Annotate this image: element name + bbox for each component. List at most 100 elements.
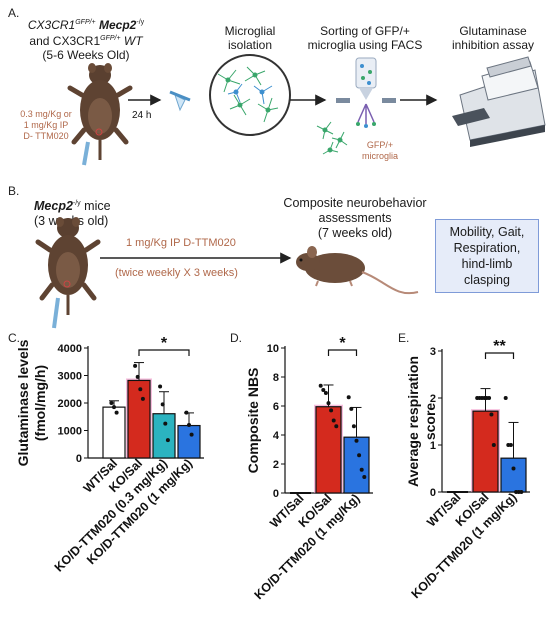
significance-label: * <box>161 335 168 352</box>
y-tick-label: 0 <box>76 453 82 465</box>
bar-1 <box>472 410 499 493</box>
mouse-b-icon <box>35 217 101 329</box>
data-point <box>334 424 339 429</box>
step-assay-label: Glutaminase inhibition assay <box>440 24 546 52</box>
y-tick-label: 0 <box>430 487 436 499</box>
gfp-microglia-label: GFP/+ microglia <box>350 140 410 162</box>
gfp-superscript-2: GFP/+ <box>100 35 121 42</box>
data-point <box>519 490 524 494</box>
panel-b-illustrations <box>35 217 419 329</box>
y-tick-label: 0 <box>273 488 279 500</box>
y-tick-label: 8 <box>273 372 279 384</box>
assess-line-2: (7 weeks old) <box>317 226 393 240</box>
significance-label: * <box>339 335 346 352</box>
adult-mouse-icon <box>296 246 419 295</box>
panel-a-illustrations <box>67 54 546 166</box>
data-point <box>351 424 356 429</box>
chart-panel-letter-0: C. <box>8 331 20 345</box>
panel-b-dose: 1 mg/Kg IP D-TTM020 <box>126 237 236 249</box>
dose-line-3: D- TTM020 <box>23 131 69 141</box>
data-point <box>114 410 119 415</box>
data-point <box>112 405 116 410</box>
dose-line-2: 1 mg/Kg IP <box>23 120 69 130</box>
gfp-line-2: microglia <box>361 151 398 161</box>
assay-line-2: inhibition assay <box>451 38 535 52</box>
bar-2 <box>152 413 176 459</box>
y-axis-label: Average respiration <box>405 356 421 487</box>
data-point <box>133 363 138 368</box>
gfp-microglia-icon <box>316 121 348 155</box>
data-point <box>318 383 323 388</box>
outcome-line-1: Mobility, Gait, <box>449 225 525 239</box>
plate-reader-icon <box>452 56 546 147</box>
y-tick-label: 2 <box>430 393 436 405</box>
data-point <box>160 402 165 407</box>
significance-bracket <box>138 349 190 356</box>
panel-b-letter: B. <box>8 184 20 198</box>
y-tick-label: 6 <box>273 401 279 413</box>
mecp2-gene-text: Mecp2 <box>99 18 137 32</box>
isolation-line-1: Microglial <box>224 24 276 38</box>
data-point <box>109 401 114 405</box>
y-axis-label: Glutaminase levels <box>15 339 31 466</box>
panel-a-mice-label: CX3CR1GFP/+ Mecp2-/y and CX3CR1GFP/+ WT … <box>20 16 152 62</box>
data-point <box>329 408 334 413</box>
y-tick-label: 1 <box>430 440 436 452</box>
data-point <box>489 412 494 417</box>
y-tick-label: 4000 <box>58 343 82 355</box>
data-point <box>326 401 331 406</box>
bar-2 <box>343 436 370 494</box>
panel-a-letter: A. <box>8 6 20 20</box>
assay-line-1: Glutaminase <box>459 24 527 38</box>
significance-label: ** <box>493 338 506 355</box>
bar-1 <box>315 406 342 494</box>
gfp-line-1: GFP/+ <box>366 140 394 150</box>
data-point <box>163 421 168 426</box>
outcome-line-4: clasping <box>464 273 510 287</box>
data-point <box>487 396 492 400</box>
step-sorting-label: Sorting of GFP/+ microglia using FACS <box>300 24 430 52</box>
y-axis-label: score <box>422 403 438 441</box>
y-tick-label: 2000 <box>58 398 82 410</box>
data-point <box>135 374 140 379</box>
data-point <box>165 438 170 443</box>
cx3cr1-text: CX3CR1 <box>27 18 76 32</box>
facs-sorter-icon <box>336 57 396 128</box>
y-tick-label: 2 <box>273 459 279 471</box>
mecp2-superscript: -/y <box>136 19 145 26</box>
charts-area: C.Glutaminase levels(fmol/mg/h)010002000… <box>8 331 530 602</box>
data-point <box>321 388 326 393</box>
bar-1 <box>127 379 151 459</box>
bar-2 <box>500 457 527 493</box>
data-point <box>354 438 359 443</box>
data-point <box>187 423 191 427</box>
y-tick-label: 4 <box>273 430 280 442</box>
step-isolation-label: Microglial isolation <box>205 24 295 52</box>
chart-panel-letter-1: D. <box>230 331 242 345</box>
mecp2-b-text: Mecp2 <box>34 199 73 214</box>
data-point <box>346 395 351 400</box>
data-point <box>323 390 328 395</box>
mecp2-b-superscript: -/y <box>72 200 81 207</box>
y-tick-label: 3000 <box>58 371 82 383</box>
mice-text: mice <box>80 199 111 214</box>
microglia-circle-icon <box>209 54 291 136</box>
and-cx3cr1-text: and CX3CR1 <box>29 34 101 48</box>
dose-line-1: 0.3 mg/Kg or <box>20 109 72 119</box>
mouse-a-icon <box>67 63 133 166</box>
data-point <box>359 467 364 472</box>
significance-bracket <box>327 349 358 356</box>
gfp-superscript: GFP/+ <box>75 19 96 26</box>
chart-panel-letter-2: E. <box>398 331 409 345</box>
time-label: 24 h <box>132 110 152 121</box>
isolation-line-2: isolation <box>227 38 273 52</box>
y-axis-label: Composite NBS <box>245 368 261 474</box>
sorting-line-1: Sorting of GFP/+ <box>320 24 410 38</box>
sorting-line-2: microglia using FACS <box>307 38 423 52</box>
data-point <box>189 432 194 437</box>
dose-label: 0.3 mg/Kg or 1 mg/Kg IP D- TTM020 <box>20 109 72 142</box>
data-point <box>349 406 354 411</box>
data-point <box>491 443 496 447</box>
tube-icon <box>169 90 191 112</box>
